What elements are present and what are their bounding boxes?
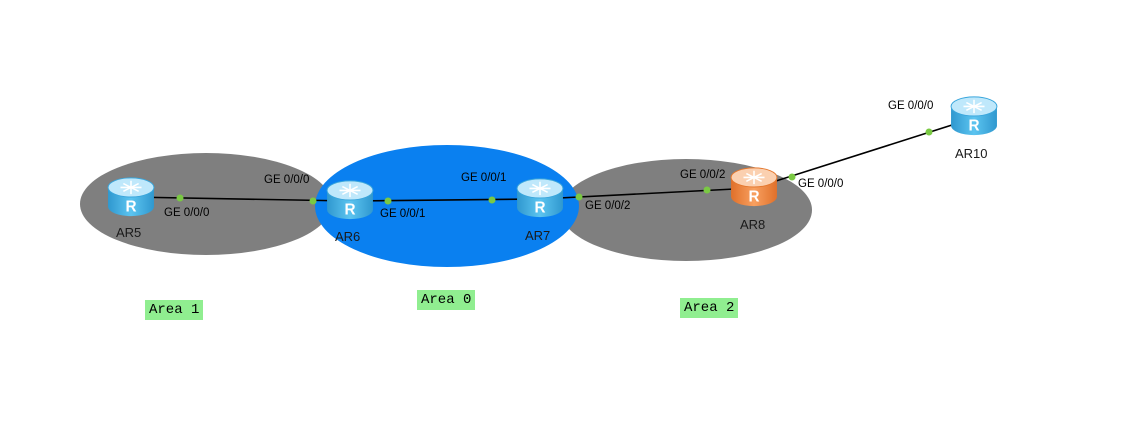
port-label-ar8-ge002: GE 0/0/2 [680, 169, 726, 181]
router-icon[interactable] [326, 180, 374, 220]
port-dot [575, 193, 583, 201]
port-label-ar5-ge000: GE 0/0/0 [164, 207, 210, 219]
link-ar6-ar7 [349, 198, 541, 202]
link-ar8-ar10 [753, 117, 975, 189]
router-label-ar8: AR8 [740, 217, 766, 232]
port-label-ar6-ge001: GE 0/0/1 [380, 208, 426, 220]
router-label-ar7: AR7 [525, 228, 551, 243]
port-dot [925, 128, 933, 136]
port-dot [703, 186, 711, 194]
port-dot [488, 196, 496, 204]
area-label-area1: Area 1 [145, 300, 204, 320]
router-icon[interactable] [950, 96, 998, 136]
router-icon[interactable] [107, 177, 155, 217]
router-label-ar10: AR10 [955, 146, 988, 161]
router-label-ar6: AR6 [335, 229, 361, 244]
port-dot [309, 197, 317, 205]
port-dot [384, 197, 392, 205]
port-label-ar8-ge000: GE 0/0/0 [798, 178, 844, 190]
port-dot [788, 173, 796, 181]
area-label-area0: Area 0 [417, 290, 476, 310]
area1-region [80, 153, 332, 255]
port-label-ar7-ge002: GE 0/0/2 [585, 200, 631, 212]
area0-region [315, 145, 579, 267]
router-label-ar5: AR5 [116, 225, 142, 240]
router-icon[interactable] [516, 178, 564, 218]
router-icon[interactable] [730, 167, 778, 207]
port-label-ar10-ge000: GE 0/0/0 [888, 100, 934, 112]
port-label-ar6-ge000: GE 0/0/0 [264, 174, 310, 186]
port-dot [176, 194, 184, 202]
port-label-ar7-ge001: GE 0/0/1 [461, 172, 507, 184]
area-label-area2: Area 2 [680, 298, 739, 318]
